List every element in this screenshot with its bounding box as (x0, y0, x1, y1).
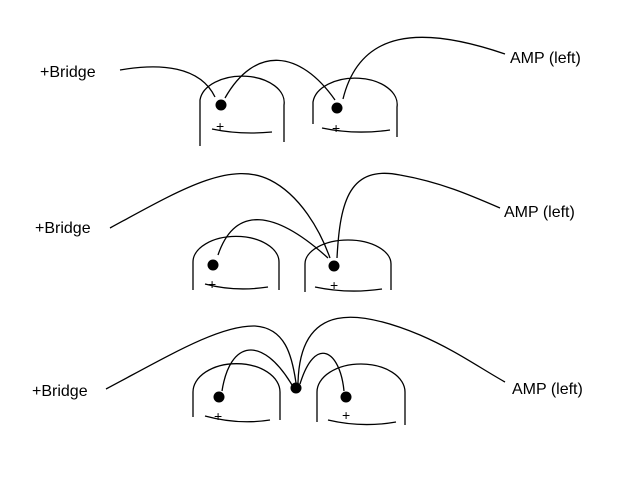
wire-bridge-2 (109, 172, 331, 259)
positive-label-2a: + (208, 276, 216, 292)
positive-label-2b: + (330, 277, 338, 293)
pickup-coil-2a (192, 235, 280, 290)
wiring-diagram-3: +Bridge AMP (left) + + (32, 316, 583, 426)
positive-label-3b: + (342, 407, 350, 423)
wire-amp-2 (336, 172, 501, 259)
junction-dot-3 (290, 382, 302, 394)
wire-bridge-3 (105, 325, 297, 390)
wire-jumper-1 (224, 59, 336, 101)
pickup-coil-3b (316, 363, 406, 426)
positive-label-1b: + (332, 120, 340, 136)
amp-label-1: AMP (left) (510, 50, 581, 67)
terminal-dot-1b (331, 102, 343, 114)
terminal-dot-3b (340, 391, 352, 403)
bridge-label-1: +Bridge (40, 64, 96, 81)
terminal-dot-1a (215, 99, 227, 111)
pickup-coil-3a (192, 363, 281, 423)
wiring-diagram-1: +Bridge AMP (left) + + (40, 36, 581, 146)
wire-amp-1 (342, 36, 506, 100)
amp-label-3: AMP (left) (512, 381, 583, 398)
wire-jumper-3b (299, 352, 345, 392)
wire-jumper-3a (221, 349, 293, 392)
pickup-coil-1b (312, 77, 398, 137)
bridge-label-2: +Bridge (35, 220, 91, 237)
wire-bridge-1 (119, 66, 216, 98)
wire-amp-3 (297, 316, 506, 384)
wire-jumper-2 (217, 219, 329, 259)
pickup-coil-2b (304, 239, 392, 292)
amp-label-2: AMP (left) (504, 204, 575, 221)
pickup-coil-1a (199, 75, 285, 146)
terminal-dot-2a (207, 259, 219, 271)
terminal-dot-3a (213, 391, 225, 403)
bridge-label-3: +Bridge (32, 383, 88, 400)
wiring-diagram-2: +Bridge AMP (left) + + (35, 172, 575, 293)
positive-label-1a: + (216, 118, 224, 134)
terminal-dot-2b (328, 260, 340, 272)
positive-label-3a: + (214, 408, 222, 424)
